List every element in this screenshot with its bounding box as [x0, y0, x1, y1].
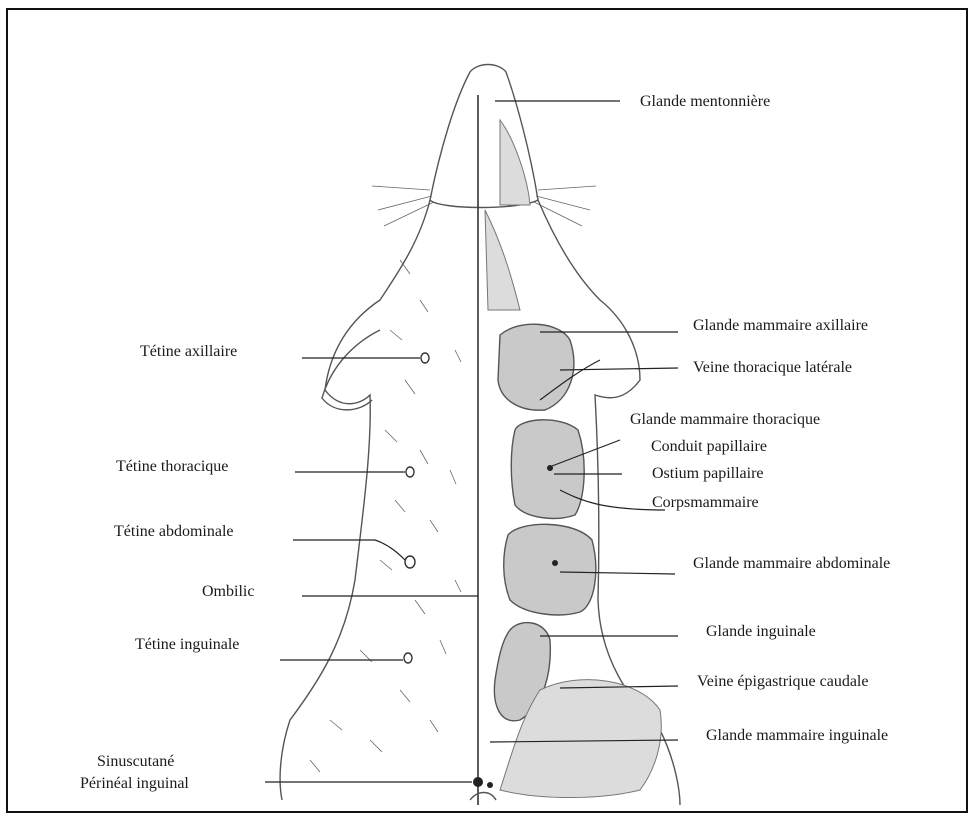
label-glande-mammaire-inguinale: Glande mammaire inguinale — [706, 727, 888, 744]
label-tetine-abdominale: Tétine abdominale — [114, 523, 234, 540]
leader-lines — [265, 101, 678, 782]
axillary-gland-shape — [498, 324, 574, 410]
label-glande-mammaire-thoracique: Glande mammaire thoracique — [630, 411, 820, 428]
labels-right: Glande mentonnière Glande mammaire axill… — [630, 93, 890, 744]
label-veine-thoracique-laterale: Veine thoracique latérale — [693, 359, 852, 376]
label-ombilic: Ombilic — [202, 583, 254, 600]
label-conduit-papillaire: Conduit papillaire — [651, 438, 767, 455]
label-veine-epigastrique-caudale: Veine épigastrique caudale — [697, 673, 868, 690]
label-glande-mammaire-abdominale: Glande mammaire abdominale — [693, 555, 890, 572]
label-sinus-cutane: Sinuscutané — [97, 753, 174, 770]
label-tetine-axillaire: Tétine axillaire — [140, 343, 237, 360]
label-ostium-papillaire: Ostium papillaire — [652, 465, 764, 482]
label-glande-inguinale: Glande inguinale — [706, 623, 816, 640]
abdominal-gland-shape — [504, 524, 596, 615]
dissected-half — [473, 120, 661, 798]
label-glande-mammaire-axillaire: Glande mammaire axillaire — [693, 317, 868, 334]
label-tetine-thoracique: Tétine thoracique — [116, 458, 228, 475]
label-corps-mammaire: Corpsmammaire — [652, 494, 759, 511]
labels-left: Tétine axillaire Tétine thoracique Tétin… — [80, 343, 254, 792]
label-glande-mentonniere: Glande mentonnière — [640, 93, 770, 110]
label-tetine-inguinale: Tétine inguinale — [135, 636, 239, 653]
nipples — [404, 353, 429, 663]
label-perineal-inguinal: Périnéal inguinal — [80, 775, 189, 792]
